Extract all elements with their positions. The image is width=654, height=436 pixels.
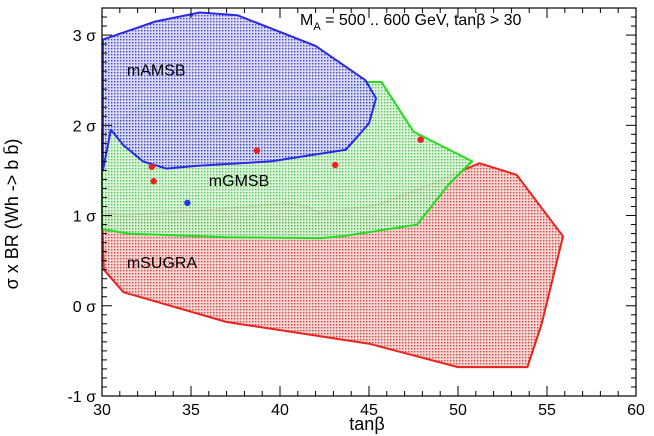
y-tick-label: 3 σ — [73, 28, 96, 45]
x-tick-label: 40 — [271, 402, 289, 419]
data-point — [150, 178, 157, 185]
parameter-annotation: MA = 500 .. 600 GeV, tanβ > 30 — [300, 12, 522, 33]
axis-ticks: 30 35 40 45 50 55 60 -1 σ 0 σ 1 σ 2 σ 3 σ — [67, 7, 645, 419]
y-tick-label: 2 σ — [73, 118, 96, 135]
x-tick-label: 55 — [538, 402, 556, 419]
data-point — [417, 136, 424, 143]
x-tick-label: 30 — [93, 402, 111, 419]
regions-layer: mSUGRA mGMSB mAMSB — [101, 11, 564, 369]
annotation-main: M — [300, 12, 313, 29]
annotation-rest: = 500 .. 600 GeV, tanβ > 30 — [321, 12, 522, 29]
annotation-subscript: A — [313, 21, 321, 33]
data-point — [331, 161, 339, 169]
data-point — [253, 147, 261, 154]
y-axis-title: σ x BR (Wh -> b b̄) — [2, 139, 22, 290]
region-mamsb — [101, 11, 378, 172]
region-label-msugra: mSUGRA — [127, 255, 198, 272]
region-label-mgmsb: mGMSB — [209, 173, 269, 190]
y-tick-label: 1 σ — [73, 209, 96, 226]
region-label-mamsb: mAMSB — [127, 63, 186, 80]
x-tick-label: 45 — [360, 402, 378, 419]
x-tick-label: 50 — [449, 402, 467, 419]
x-axis-title: tanβ — [349, 414, 384, 434]
data-point — [184, 199, 191, 207]
data-point — [148, 163, 156, 171]
x-tick-label: 60 — [627, 402, 645, 419]
y-tick-label: 0 σ — [73, 299, 96, 316]
y-tick-label: -1 σ — [67, 389, 96, 406]
data-points — [148, 136, 424, 207]
x-tick-label: 35 — [182, 402, 200, 419]
